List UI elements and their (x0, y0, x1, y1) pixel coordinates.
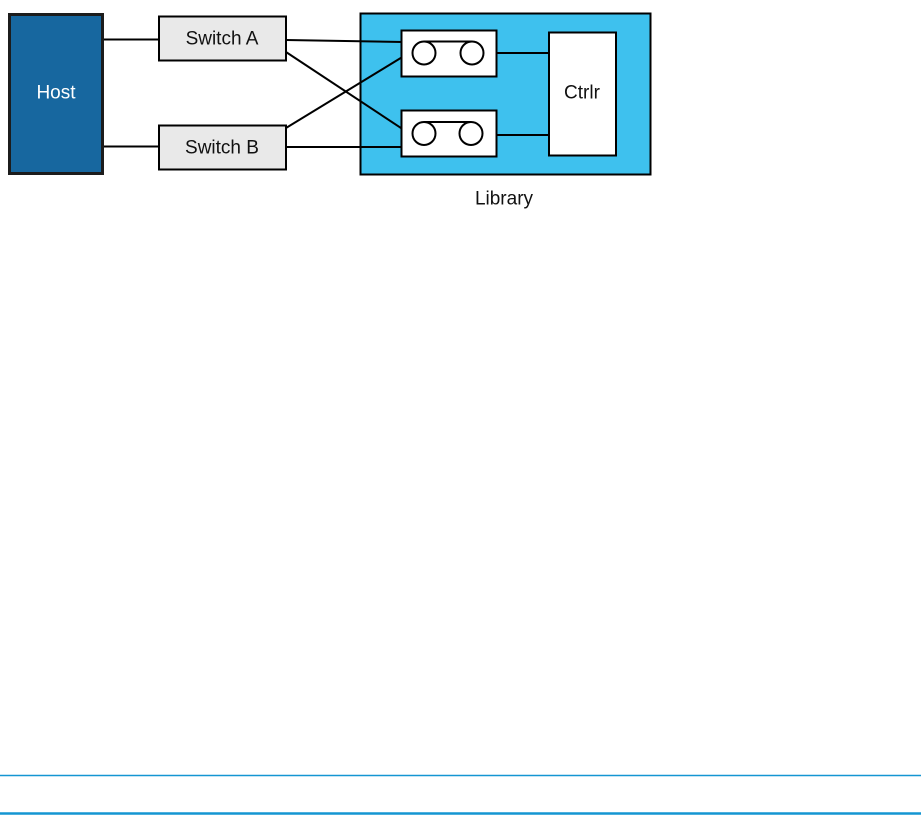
switch-a-box (158, 15, 287, 62)
link-switch-b-drive-1 (285, 55, 405, 129)
switch-b-box (158, 124, 287, 171)
switch-a-label: Switch A (186, 29, 259, 50)
tape-drive-2-reel-left (411, 121, 437, 146)
host-box (8, 13, 104, 175)
tape-drive-1-reel-left (411, 40, 437, 66)
ctrlr-box (548, 31, 617, 157)
link-switch-a-drive-1 (285, 39, 404, 43)
host-label: Host (36, 83, 76, 104)
tape-drive-1 (400, 29, 498, 78)
library-caption: Library (475, 189, 534, 210)
tape-drive-2-reel-right (458, 121, 484, 146)
switch-b-label: Switch B (185, 138, 259, 159)
tape-drive-2 (400, 109, 498, 158)
connection-lines (103, 38, 550, 148)
tape-drive-1-reel-right (459, 40, 485, 66)
tape-drive-1-box (400, 29, 498, 78)
ctrlr-label: Ctrlr (564, 83, 601, 104)
